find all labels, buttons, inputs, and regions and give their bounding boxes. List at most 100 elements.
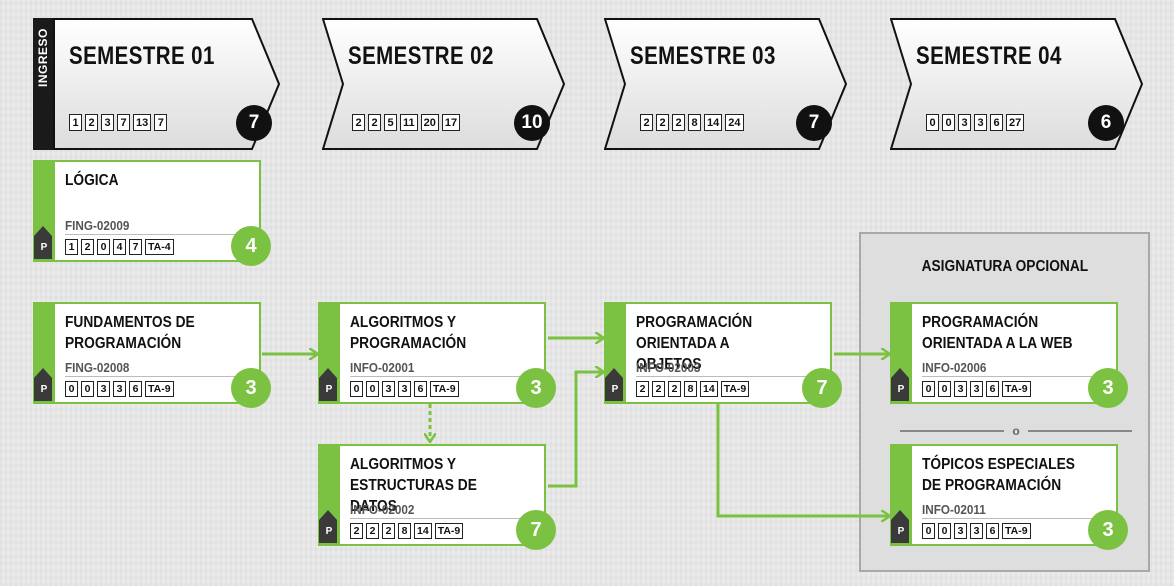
course-hours-cell: 1 [65,239,78,255]
course-card-algoritmos-prog[interactable]: P ALGORITMOS Y PROGRAMACIÓN INFO-02001 0… [317,301,556,408]
credits-badge: 3 [1088,510,1128,550]
semester-hours-cell: 2 [368,114,381,131]
semester-hours-cell: 20 [420,114,439,131]
course-hours-cell: TA-9 [434,523,464,539]
semester-hours-cell: 5 [384,114,397,131]
course-title: FUNDAMENTOS DE PROGRAMACIÓN [65,314,195,352]
course-card-algoritmos-datos[interactable]: P ALGORITMOS Y ESTRUCTURAS DE DATOS INFO… [317,443,556,550]
semester-hours-cell: 7 [117,114,130,131]
semester-hours-cell: 11 [400,114,418,131]
semester-hours-cell: 1 [69,114,82,131]
or-separator: o [900,424,1132,438]
card-divider [922,376,1094,377]
semester-hours-cell: 13 [133,114,152,131]
course-title: ALGORITMOS Y ESTRUCTURAS DE DATOS [350,456,477,515]
course-hours-cell: 2 [382,523,395,539]
course-code: FING-02009 [65,218,130,233]
course-card-fundamentos[interactable]: P FUNDAMENTOS DE PROGRAMACIÓN FING-02008… [32,301,271,408]
course-hours-cell: 2 [652,381,665,397]
course-title: ALGORITMOS Y PROGRAMACIÓN [350,314,467,352]
ingreso-bar [33,18,53,150]
course-code: FING-02008 [65,360,130,375]
semester-total-badge: 7 [236,105,272,141]
prerequisite-badge: P [325,526,333,537]
course-hours-cell: 8 [684,381,697,397]
course-hours-cell: 6 [414,381,427,397]
credits-badge: 4 [231,226,271,266]
semester-hours-cell: 27 [1006,114,1025,131]
course-hours-cell: 2 [350,523,363,539]
semester-hours-cell: 2 [656,114,669,131]
course-hours-cell: 0 [938,381,951,397]
course-hours-cell: 7 [129,239,142,255]
arrow-poo-to-topicos [716,404,890,516]
course-hours-cell: 0 [65,381,78,397]
course-hours-cell: 3 [113,381,126,397]
course-card-web[interactable]: P PROGRAMACIÓN ORIENTADA A LA WEB INFO-0… [889,301,1128,408]
house-icon [891,368,909,401]
card-divider [922,518,1094,519]
course-code: INFO-02001 [350,360,415,375]
house-icon [319,510,337,543]
course-hours-cell: 3 [382,381,395,397]
arrow-estructuras-to-poo [548,372,604,488]
course-hours-cell: 14 [700,381,718,397]
card-divider [350,518,522,519]
course-hours-cell: TA-9 [145,381,174,397]
credits-badge: 3 [516,368,556,408]
course-card-topicos[interactable]: P TÓPICOS ESPECIALES DE PROGRAMACIÓN INF… [889,443,1128,550]
house-icon [605,368,623,401]
semester-hours-cell: 2 [672,114,685,131]
card-divider [350,376,522,377]
semester-title: SEMESTRE 01 [69,42,215,70]
semester-hours-cell: 2 [85,114,98,131]
semester-hours-cell: 6 [990,114,1003,131]
course-hours-cell: 2 [81,239,94,255]
course-hours-cell: 6 [986,523,999,539]
house-icon [34,226,52,259]
course-hours-cell: 0 [938,523,951,539]
semester-hours-cell: 2 [640,114,653,131]
semester-hours-cell: 3 [958,114,971,131]
house-icon [319,368,337,401]
course-hours-cell: 4 [113,239,126,255]
course-hours-cell: 3 [954,381,967,397]
semester-hours-cell: 3 [974,114,987,131]
course-code: INFO-02011 [922,502,986,517]
semester-total-badge: 6 [1088,105,1124,141]
course-hours-cell: 8 [398,523,411,539]
semester-hours-cell: 0 [942,114,955,131]
credits-badge: 3 [231,368,271,408]
credits-badge: 7 [802,368,842,408]
card-divider [65,234,237,235]
course-hours-cell: TA-9 [720,381,750,397]
course-hours-cell: 2 [668,381,681,397]
course-hours-cell: 6 [129,381,142,397]
course-card-poo[interactable]: P PROGRAMACIÓN ORIENTADA A OBJETOS INFO-… [603,301,842,408]
course-hours-cell: TA-9 [430,381,459,397]
course-title: LÓGICA [65,172,119,189]
prerequisite-badge: P [897,384,905,395]
course-hours-cell: 6 [986,381,999,397]
course-code: INFO-02006 [922,360,987,375]
card-divider [65,376,237,377]
semester-hours-cell: 7 [154,114,168,131]
course-hours-cell: 0 [350,381,363,397]
course-title: PROGRAMACIÓN ORIENTADA A OBJETOS [636,314,753,373]
